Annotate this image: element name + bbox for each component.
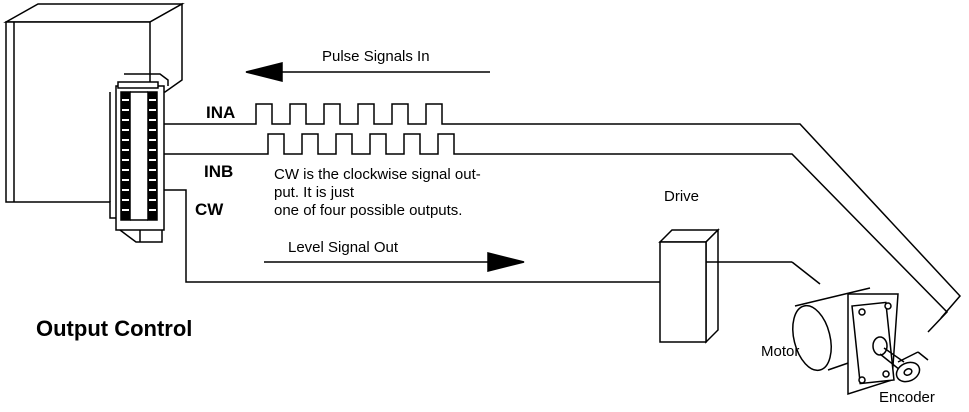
pulse-signals-label: Pulse Signals In [322,48,430,65]
terminal-screws [120,91,158,221]
diagram-title: Output Control [36,316,193,341]
motor [792,287,905,396]
terminal-screw-slots [122,99,156,211]
drive-unit [658,228,821,344]
cw-note-line-2: put. It is just [274,184,355,201]
cw-note-line-3: one of four possible outputs. [274,202,463,219]
pulse-signals-arrow [245,62,490,82]
ina-wire [164,103,962,319]
inb-label: INB [204,162,234,181]
level-signal-label: Level Signal Out [288,239,399,256]
encoder [895,351,929,383]
motor-label: Motor [761,343,800,360]
cw-note: CW is the clockwise signal out- put. It … [274,166,574,220]
ina-label: INA [206,103,236,122]
inb-wire [164,133,949,333]
encoder-label: Encoder [879,389,935,406]
cw-label: CW [195,200,224,219]
drive-label: Drive [664,188,700,205]
cw-wire [164,189,660,283]
level-signal-arrow [264,252,525,272]
cw-note-line-1: CW is the clockwise signal out- [274,166,481,183]
